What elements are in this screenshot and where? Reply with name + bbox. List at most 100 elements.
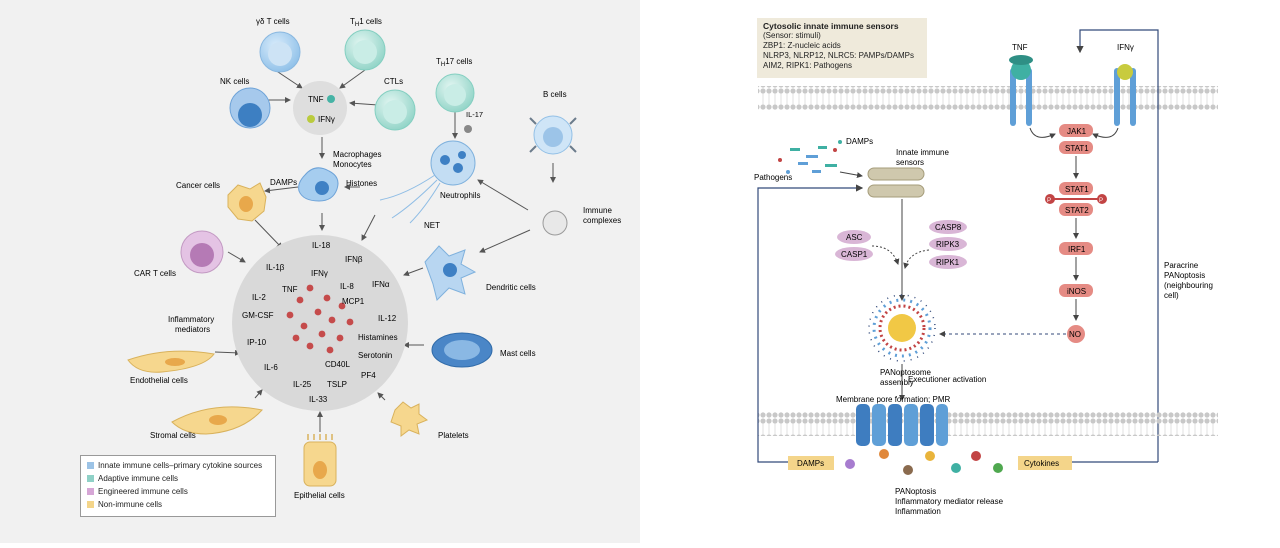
pathogens-label: Pathogens: [754, 173, 792, 182]
released-molecules: [845, 449, 1003, 475]
left-panel: γδ T cells TH1 cells NK cells TNF IFNγ C…: [0, 0, 640, 543]
neutrophil: [430, 140, 476, 186]
asc-label: ASC: [846, 233, 863, 242]
casp8-label: CASP8: [935, 223, 962, 232]
inflammatory-label-2: mediators: [175, 325, 210, 334]
sensor-bottom: [867, 184, 925, 198]
innate-sensors-label-1: Innate immune: [896, 148, 949, 157]
phospho-left: [1045, 194, 1055, 204]
cytokines-box: [1018, 456, 1072, 470]
mediator-il18: IL-18: [312, 241, 331, 250]
membrane-pore: [856, 404, 948, 446]
no-node: [1067, 325, 1085, 343]
asc-node: [837, 230, 871, 244]
jak1-label: JAK1: [1067, 127, 1087, 136]
platelets-label: Platelets: [438, 431, 469, 440]
net-label: NET: [424, 221, 440, 230]
mediator-il8: IL-8: [340, 282, 354, 291]
mediator-histamines: Histamines: [358, 333, 398, 342]
right-panel: TNF IFNγ JAK1 STAT1 STAT1 STAT2 P: [640, 0, 1280, 543]
innate-sensors-label-2: sensors: [896, 158, 924, 167]
endothelial-cells-label: Endothelial cells: [130, 376, 188, 385]
stat1-dimer: [1059, 182, 1093, 195]
il17-label: IL-17: [466, 110, 483, 119]
stat2-node: [1059, 203, 1093, 216]
phospho-right: [1097, 194, 1107, 204]
legend-label: Engineered immune cells: [98, 487, 188, 496]
inflammatory-label-1: Inflammatory: [168, 315, 214, 324]
ifng-receptor: [1114, 64, 1136, 126]
irf1-label: IRF1: [1068, 245, 1086, 254]
sensor-box-line: NLRP3, NLRP12, NLRC5: PAMPs/DAMPs: [763, 51, 915, 60]
monocytes-label: Monocytes: [333, 160, 372, 169]
executioner-label: Executioner activation: [908, 375, 986, 384]
outcome-label-1: PANoptosis: [895, 487, 936, 496]
casp1-label: CASP1: [841, 250, 868, 259]
legend-item-non-immune: Non-immune cells: [87, 498, 269, 511]
mediator-gmcsf: GM-CSF: [242, 311, 274, 320]
tnf-label: TNF: [308, 95, 324, 104]
legend-label: Non-immune cells: [98, 500, 163, 509]
epithelial-cells-label: Epithelial cells: [294, 491, 345, 500]
inos-label: iNOS: [1067, 287, 1086, 296]
mediator-pf4: PF4: [361, 371, 376, 380]
no-label: NO: [1069, 330, 1081, 339]
cytokine-cluster: [293, 81, 347, 135]
sensor-box-line: (Sensor: stimuli): [763, 31, 821, 40]
legend-item-adaptive: Adaptive immune cells: [87, 472, 269, 485]
mediator-ifnb: IFNβ: [345, 255, 363, 264]
mediator-ifng: IFNγ: [311, 269, 328, 278]
legend-swatch: [87, 475, 94, 482]
casp8-node: [929, 220, 967, 234]
ripk1-node: [929, 255, 967, 269]
mediator-cd40l: CD40L: [325, 360, 350, 369]
ripk3-node: [929, 237, 967, 251]
jak1-node: [1059, 124, 1093, 137]
ctls-label: CTLs: [384, 77, 403, 86]
ripk3-label: RIPK3: [936, 240, 960, 249]
macrophages-label: Macrophages: [333, 150, 381, 159]
left-diagram: γδ T cells TH1 cells NK cells TNF IFNγ C…: [127, 17, 621, 500]
irf1-node: [1059, 242, 1093, 255]
stromal-cells-label: Stromal cells: [150, 431, 196, 440]
mediator-il33: IL-33: [309, 395, 328, 404]
legend: Innate immune cells–primary cytokine sou…: [80, 455, 276, 517]
legend-item-engineered: Engineered immune cells: [87, 485, 269, 498]
cytokines-label: Cytokines: [1024, 459, 1059, 468]
tnf-receptor: [1009, 55, 1033, 126]
mediator-il25: IL-25: [293, 380, 312, 389]
dendritic-cells-label: Dendritic cells: [486, 283, 536, 292]
mediator-ifna: IFNα: [372, 280, 390, 289]
paracrine-label-4: cell): [1164, 291, 1179, 300]
stat1b-label: STAT1: [1065, 185, 1089, 194]
bottom-membrane: [758, 412, 1218, 436]
membrane-pore-label: Membrane pore formation; PMR: [836, 395, 950, 404]
mediator-tslp: TSLP: [327, 380, 347, 389]
mediator-ip10: IP-10: [247, 338, 267, 347]
panoptosome: [868, 294, 936, 362]
paracrine-label-1: Paracrine: [1164, 261, 1199, 270]
neutrophils-label: Neutrophils: [440, 191, 480, 200]
damps-bottom-label: DAMPs: [797, 459, 824, 468]
mediator-il12: IL-12: [378, 314, 397, 323]
mediator-il2: IL-2: [252, 293, 266, 302]
legend-item-innate: Innate immune cells–primary cytokine sou…: [87, 459, 269, 472]
stat1-label: STAT1: [1065, 144, 1089, 153]
legend-label: Innate immune cells–primary cytokine sou…: [98, 461, 263, 470]
phospho-right-label: P: [1099, 198, 1103, 204]
mast-cells-label: Mast cells: [500, 349, 536, 358]
right-diagram: TNF IFNγ JAK1 STAT1 STAT1 STAT2 P: [754, 29, 1218, 516]
paracrine-label-3: (neighbouring: [1164, 281, 1213, 290]
casp1-node: [835, 247, 873, 261]
ripk1-label: RIPK1: [936, 258, 960, 267]
histones-label: Histones: [346, 179, 377, 188]
pathogens-cluster: [778, 140, 842, 174]
legend-swatch: [87, 462, 94, 469]
sensor-top: [867, 167, 925, 181]
b-cells-label: B cells: [543, 90, 567, 99]
legend-label: Adaptive immune cells: [98, 474, 179, 483]
sensor-box-title: Cytosolic innate immune sensors: [763, 21, 899, 31]
mediator-il6: IL-6: [264, 363, 278, 372]
top-membrane: [758, 86, 1218, 110]
